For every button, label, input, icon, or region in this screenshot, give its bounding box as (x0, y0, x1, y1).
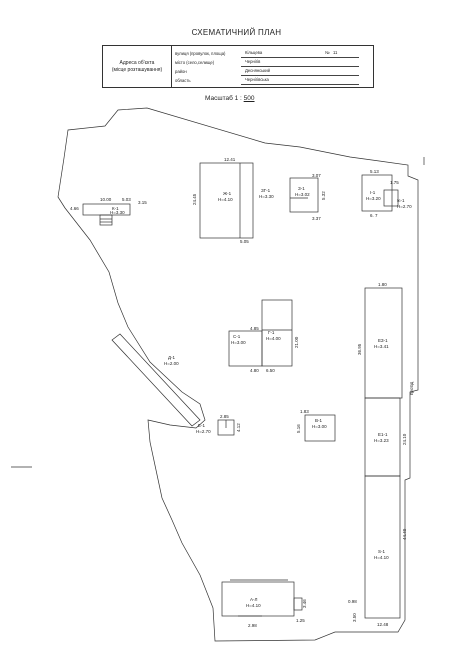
underline (241, 75, 359, 76)
underline (241, 66, 359, 67)
k1-dim3: 3.15 (138, 200, 147, 205)
site-boundary (57, 107, 419, 642)
district-label: район (175, 69, 187, 74)
zh1-dim-left: 24.45 (192, 193, 197, 205)
s1-label: S-1 (378, 549, 386, 554)
building-d1 (111, 333, 201, 427)
zh1-dim-bottom: 5.05 (240, 239, 249, 244)
city-value: Чернігів (245, 59, 261, 64)
zh1-label: Ж-1 (223, 191, 232, 196)
building-i1 (361, 174, 393, 212)
building-z1 (289, 177, 319, 213)
z1-dim4: 3.37 (312, 216, 321, 221)
c1-dim1: 4.85 (250, 326, 259, 331)
building-k1-porch (99, 214, 113, 226)
misc-dim-side: 3.50 (352, 613, 357, 622)
k1-dim2: 5.03 (122, 197, 131, 202)
building-s1 (364, 475, 401, 619)
v1-height: Н=3.00 (312, 424, 327, 429)
c1-label: С-1 (233, 334, 241, 339)
e1-label: Е-1 (198, 423, 206, 428)
d1-label: Д-1 (168, 355, 176, 360)
e1-dim1: 2.85 (220, 414, 229, 419)
a1-label: А-Л (250, 597, 258, 602)
g1-dim2: 6.50 (266, 368, 275, 373)
zh1-dim-top: 12.41 (224, 157, 236, 162)
e1-height: Н=2.70 (196, 429, 211, 434)
i1-dim1: 5.13 (370, 169, 379, 174)
g1-dim1: 21.00 (294, 336, 299, 348)
ez1-label: ЕЗ-1 (378, 338, 388, 343)
page-title: СХЕМАТИЧНИЙ ПЛАН (191, 28, 282, 37)
zh1-height: Н=4.10 (218, 197, 233, 202)
a1-porch (293, 597, 303, 611)
ie1-height: Н=2.70 (397, 204, 412, 209)
z1-dim1: 3.07 (312, 173, 321, 178)
zg1-height: Н=3.30 (259, 194, 274, 199)
address-label: Адреса об'єкта (119, 59, 155, 66)
building-v1 (304, 414, 336, 442)
i1-label: І-1 (370, 190, 376, 195)
ez1-dim1: 1.80 (378, 282, 387, 287)
s1-height: Н=4.10 (374, 555, 389, 560)
i1-height: Н=3.20 (366, 196, 381, 201)
scale-label: Масштаб 1 : 500 (205, 95, 255, 102)
c1-dim2: 4.80 (250, 368, 259, 373)
building-c1 (228, 330, 263, 367)
v1-label: В-1 (315, 418, 323, 423)
z1-dim2: 5.32 (321, 191, 326, 200)
k1-dim5: 4.66 (70, 206, 79, 211)
k1-height: Н=3.30 (110, 210, 125, 215)
district-value: Деснянський (245, 68, 270, 73)
underline (241, 57, 359, 58)
scale-value: 500 (243, 95, 255, 102)
building-ez1 (364, 287, 403, 399)
c1-height: Н=3.00 (231, 340, 246, 345)
z1-height: Н=3.02 (295, 192, 310, 197)
g1-height: Н=4.00 (266, 336, 281, 341)
side-label: проїзд (409, 381, 414, 395)
building-a1 (221, 581, 295, 617)
city-label: місто (село,селище) (175, 60, 215, 65)
building-ie1 (383, 189, 399, 207)
g1-label: Г-1 (268, 330, 275, 335)
ie1-label: Іє-1 (397, 198, 405, 203)
a1-height: Н=4.10 (246, 603, 261, 608)
street-label: вулиця (провулок, площа) (175, 51, 226, 56)
s1-dim1: 44.40 (402, 528, 407, 540)
ez1-dim2: 36.95 (357, 343, 362, 355)
a1-dim3: 1.25 (296, 618, 305, 623)
a1-dim2: 2.98 (248, 623, 257, 628)
street-value: Кільцева (245, 50, 263, 55)
misc-dim-bottom: 12.48 (377, 622, 389, 627)
a1-dim1: 3.46 (302, 599, 307, 608)
v1-dim2: 5.16 (296, 424, 301, 433)
el1-label: Е1-1 (378, 432, 388, 437)
z1-label: З-1 (298, 186, 305, 191)
number-value: 11 (333, 50, 338, 55)
region-value: Чернігівська (245, 77, 269, 82)
d1-height: Н=2.00 (164, 361, 179, 366)
misc-dim-small: 0.98 (348, 599, 357, 604)
underline (241, 84, 359, 85)
el1-dim1: 24.10 (402, 433, 407, 445)
address-label-cell: Адреса об'єкта (місце розташування) (103, 46, 172, 87)
k1-dim1: 10.00 (100, 197, 112, 202)
i1-dim5: 6. 7 (370, 213, 378, 218)
address-sublabel: (місце розташування) (111, 66, 163, 73)
k1-label: К-1 (112, 206, 119, 211)
el1-height: Н=3.23 (374, 438, 389, 443)
v1-dim1: 1.83 (300, 409, 309, 414)
number-label: № 11 (325, 50, 338, 55)
building-zh1 (199, 162, 254, 239)
building-g1 (261, 299, 293, 367)
region-label: область (175, 78, 191, 83)
i1-dim2: 1.75 (390, 180, 399, 185)
building-el1 (364, 397, 401, 477)
zg1-label: ЗГ-1 (261, 188, 271, 193)
address-table: Адреса об'єкта (місце розташування) вули… (102, 45, 374, 88)
e1-dim2: 4.12 (236, 423, 241, 432)
ez1-height: Н=3.41 (374, 344, 389, 349)
